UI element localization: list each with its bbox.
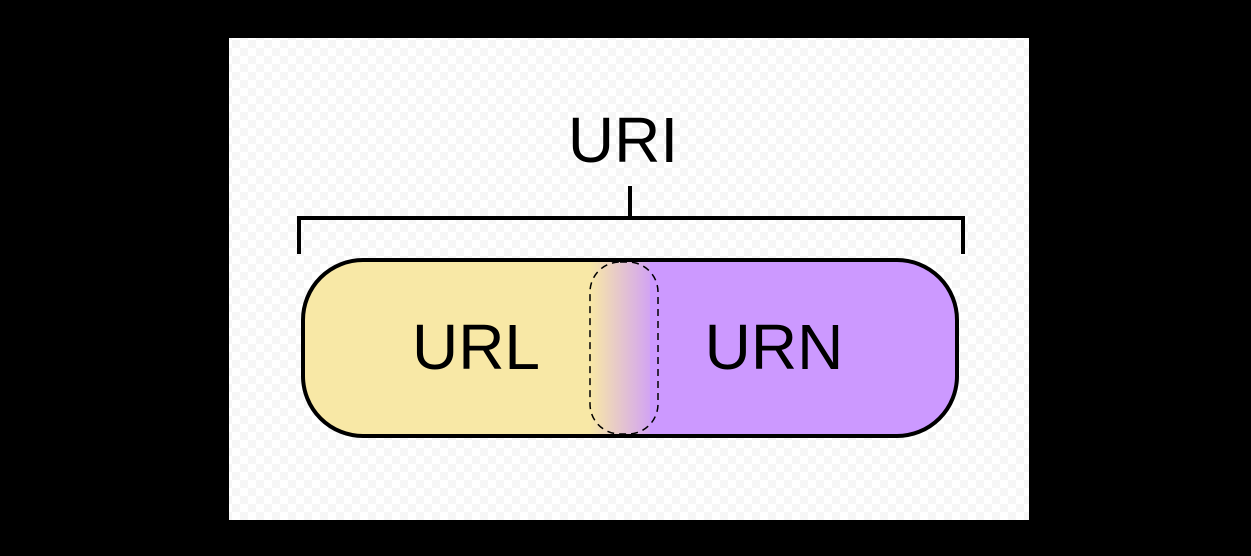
url-region (303, 260, 600, 436)
url-label: URL (412, 311, 540, 383)
uri-bracket (297, 186, 965, 254)
urn-region (650, 260, 957, 436)
urn-label: URN (705, 311, 844, 383)
uri-label: URI (568, 104, 678, 176)
uri-pill-fills (303, 260, 957, 436)
uri-pill-outline (301, 258, 959, 438)
overlap-region (590, 260, 660, 436)
